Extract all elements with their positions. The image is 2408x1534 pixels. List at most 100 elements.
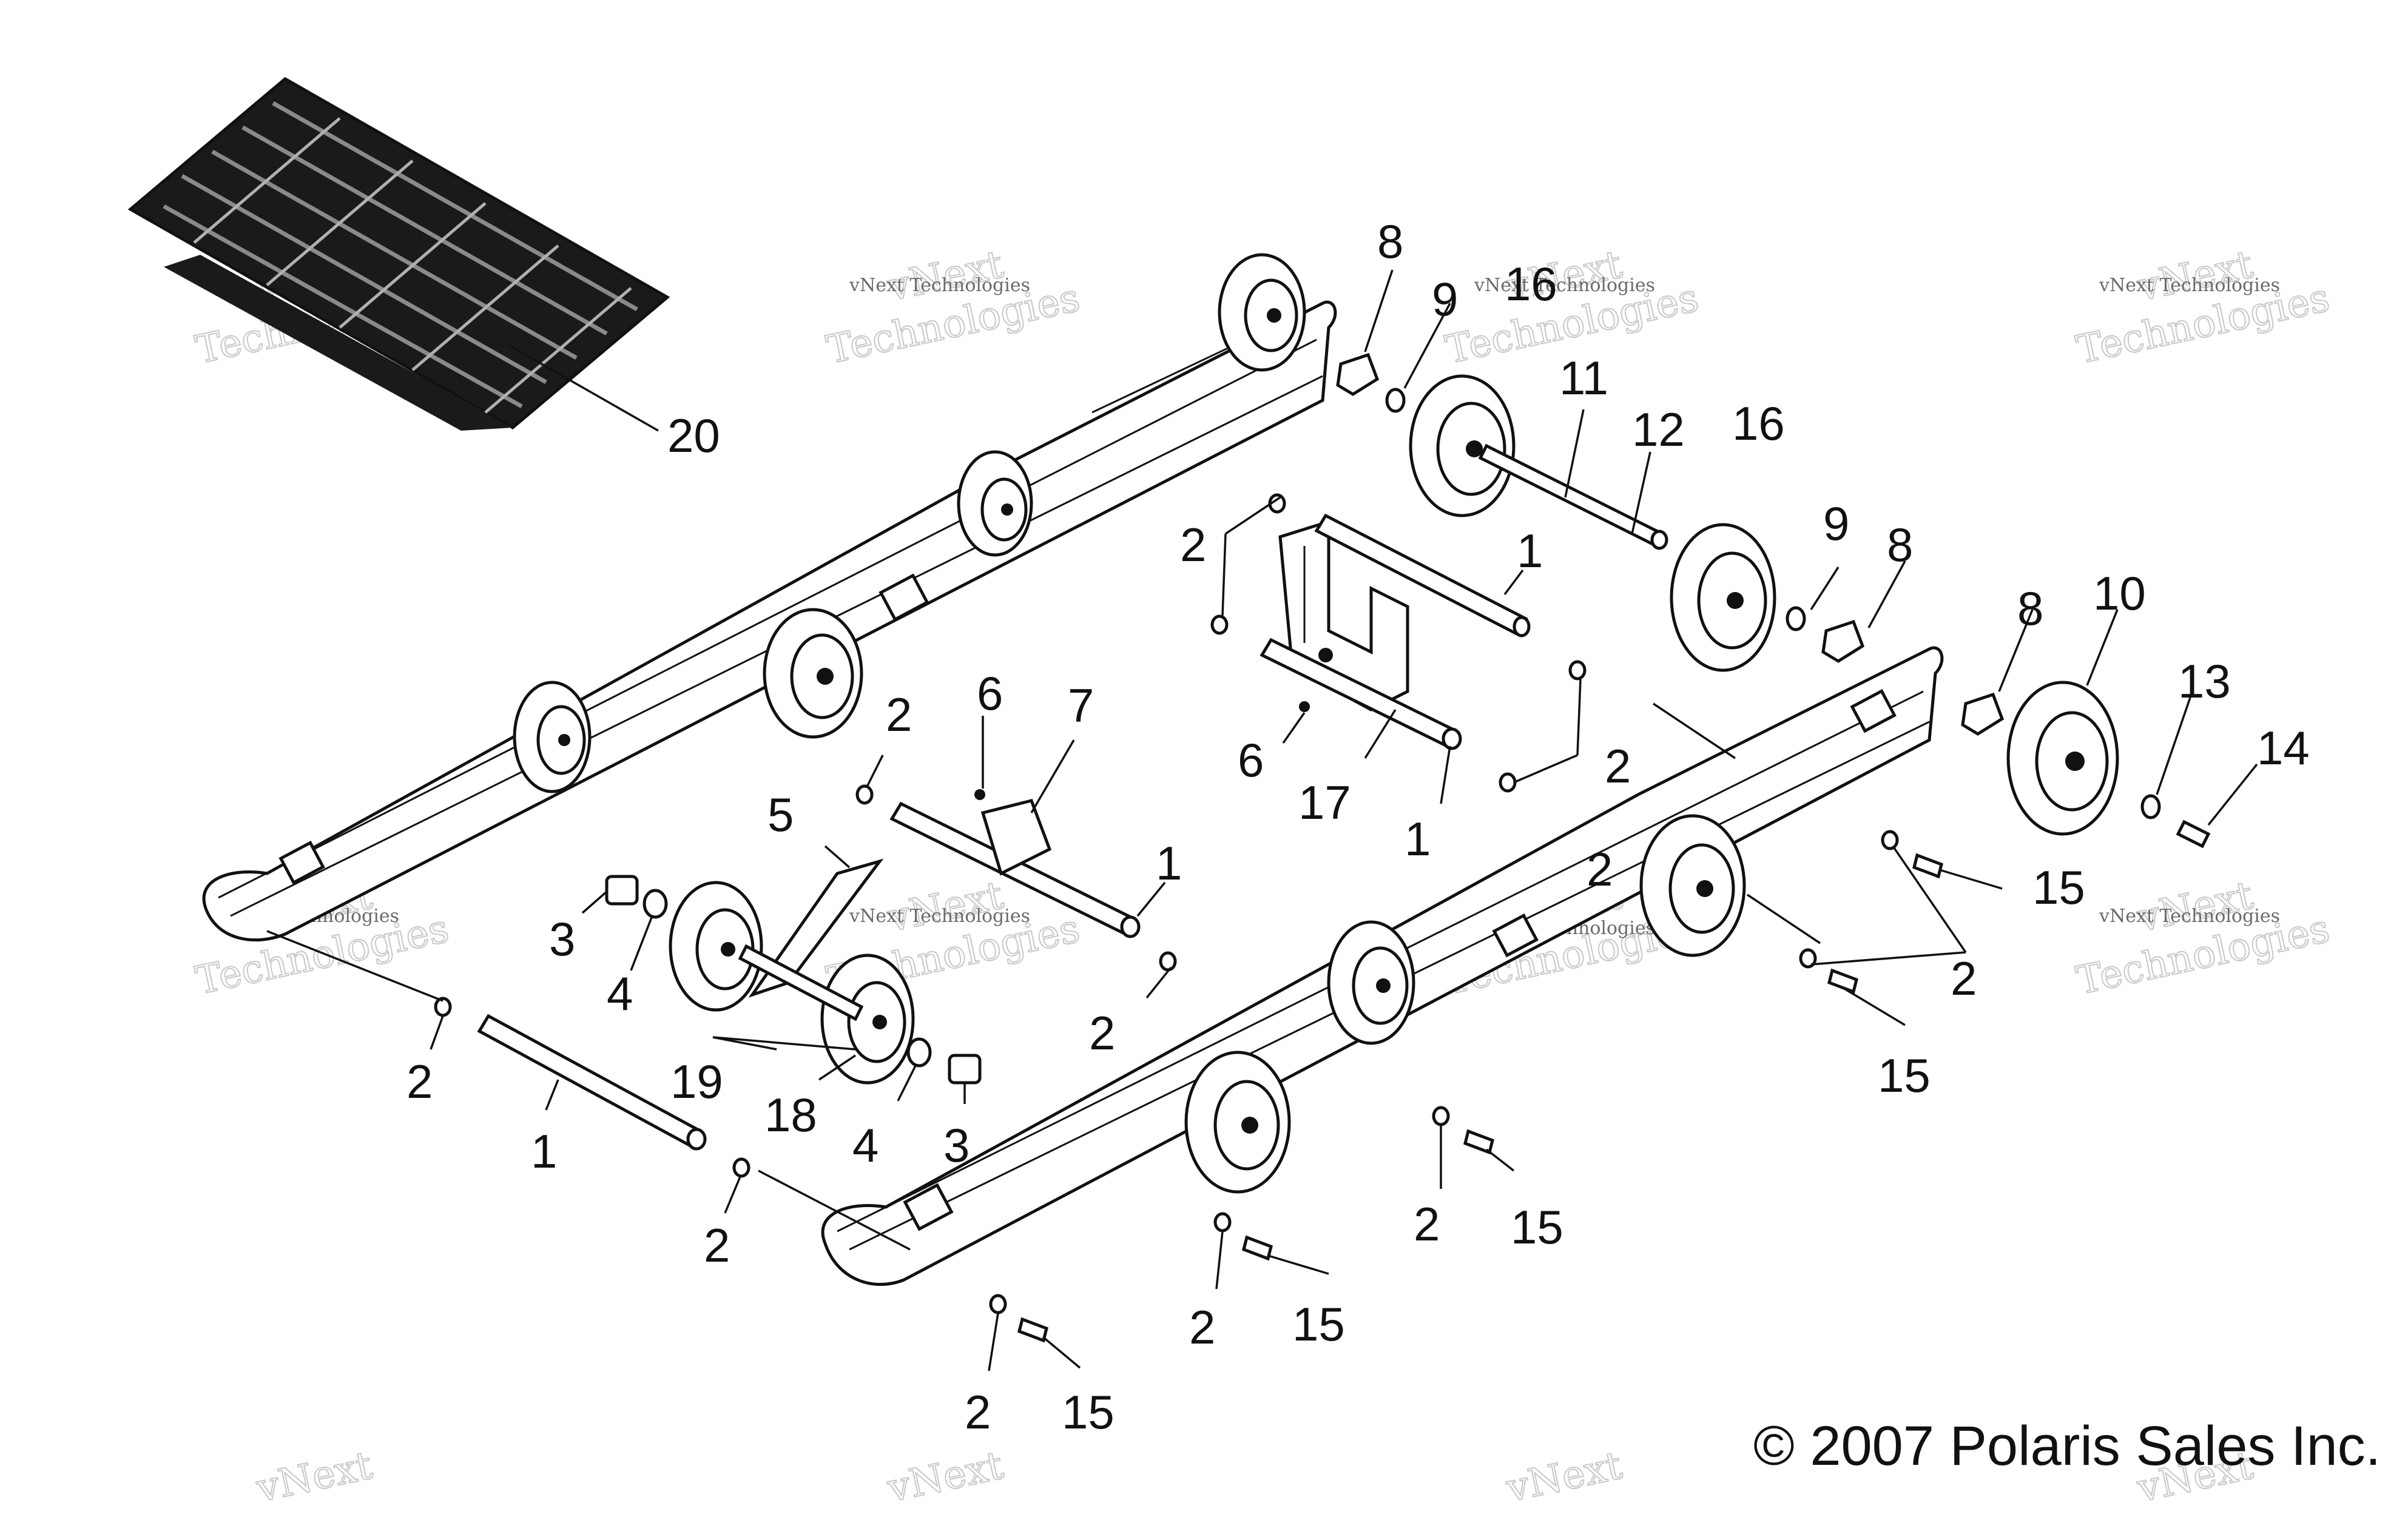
- callout-2: 2: [704, 1219, 730, 1272]
- part-2-washer: [1499, 772, 1517, 793]
- callout-17: 17: [1298, 776, 1351, 829]
- part-2-washer: [1432, 1106, 1450, 1126]
- callout-2: 2: [1951, 952, 1977, 1005]
- callout-2: 2: [406, 1055, 433, 1108]
- callout-2: 2: [965, 1385, 991, 1439]
- callout-15: 15: [1511, 1200, 1563, 1254]
- callout-8: 8: [2017, 582, 2043, 635]
- callout-6: 6: [977, 667, 1003, 720]
- part-2-washer: [1213, 1212, 1232, 1233]
- wheel: [513, 681, 592, 793]
- part-2-washer: [1881, 830, 1899, 850]
- part-7-bracket: [980, 799, 1052, 876]
- callout-8: 8: [1377, 215, 1403, 268]
- part-15-bolt: [1242, 1235, 1273, 1261]
- part-6-screw: [974, 789, 985, 800]
- callout-2: 2: [1180, 518, 1206, 571]
- part-2-washer: [1159, 951, 1177, 972]
- part-2-washer: [1799, 948, 1817, 969]
- callout-labels: 20 8 9 16 11 12 16 9 8 8 10 13 14 2 1 2 …: [406, 215, 2310, 1439]
- svg-text:vNext: vNext: [883, 1443, 1007, 1512]
- svg-text:vNext: vNext: [252, 1443, 376, 1512]
- part-2-washer: [989, 1294, 1007, 1314]
- callout-15: 15: [1292, 1297, 1345, 1351]
- rail-wheels: [513, 253, 1746, 1194]
- callout-9: 9: [1432, 272, 1458, 326]
- callout-19: 19: [670, 1055, 723, 1108]
- callout-1: 1: [1156, 836, 1182, 890]
- callout-1: 1: [1517, 524, 1543, 577]
- part-2-washer: [1568, 660, 1587, 681]
- callout-13: 13: [2178, 654, 2231, 708]
- track-part-20: [127, 76, 670, 431]
- part-8-upper: [1336, 352, 1380, 396]
- wheel: [1327, 920, 1415, 1045]
- callout-2: 2: [1414, 1197, 1440, 1251]
- leader-lines: [266, 269, 2258, 1371]
- part-3-spacer-upper: [605, 875, 639, 906]
- callout-1: 1: [531, 1125, 557, 1178]
- part-15-bolt: [1463, 1129, 1494, 1155]
- callout-20: 20: [667, 409, 720, 462]
- watermark: vNext Technologies: [2072, 872, 2334, 1004]
- part-6-screw: [1299, 701, 1310, 712]
- callout-11: 11: [1559, 351, 1608, 405]
- watermark: vNext: [1502, 1442, 1627, 1512]
- callout-10: 10: [2093, 567, 2146, 620]
- svg-text:vNext: vNext: [1502, 1443, 1626, 1512]
- callout-15: 15: [2032, 861, 2085, 914]
- callout-15: 15: [1878, 1049, 1931, 1102]
- callout-2: 2: [1605, 739, 1631, 793]
- callout-14: 14: [2257, 721, 2310, 775]
- watermark: vNext: [252, 1442, 377, 1512]
- callout-9: 9: [1823, 497, 1849, 550]
- watermark-small: vNext Technologies: [2099, 275, 2280, 296]
- part-19-wheel-right: [820, 954, 915, 1085]
- shaft-1-upper: [1314, 513, 1531, 637]
- watermark-small: vNext Technologies: [2099, 906, 2280, 927]
- callout-2: 2: [1587, 843, 1613, 896]
- callout-2: 2: [886, 688, 912, 741]
- callout-6: 6: [1238, 733, 1264, 787]
- wheel: [1184, 1051, 1291, 1194]
- part-19-wheel-left: [669, 881, 763, 1012]
- part-9-lower: [1786, 606, 1806, 631]
- watermark-small: vNext Technologies: [849, 275, 1030, 296]
- part-10-wheel: [2006, 681, 2119, 836]
- callout-5: 5: [767, 788, 794, 841]
- callout-2: 2: [1189, 1300, 1215, 1354]
- callout-16: 16: [1505, 257, 1557, 311]
- copyright-notice: © 2007 Polaris Sales Inc.: [1753, 1415, 2381, 1477]
- watermark: vNext Technologies: [822, 241, 1084, 374]
- part-9-upper: [1385, 388, 1406, 413]
- watermark-small: vNext Technologies: [849, 906, 1030, 927]
- part-8-mid: [1821, 619, 1865, 663]
- callout-4: 4: [607, 967, 633, 1020]
- part-16-upper: [1409, 374, 1516, 517]
- callout-16: 16: [1732, 397, 1785, 450]
- part-2-washer: [732, 1157, 750, 1178]
- callout-12: 12: [1632, 403, 1685, 456]
- shaft-1-middle: [889, 799, 1141, 938]
- watermark: vNext Technologies: [2072, 241, 2334, 374]
- wheel: [763, 608, 863, 739]
- part-2-washer: [855, 784, 874, 805]
- watermark: vNext: [883, 1442, 1008, 1512]
- wheel: [1639, 814, 1746, 957]
- shaft-1-center: [1260, 637, 1462, 750]
- front-arm-assembly: [669, 858, 915, 1085]
- rear-axle-assembly: [1336, 352, 2211, 849]
- part-13-washer: [2140, 794, 2161, 819]
- callout-18: 18: [764, 1088, 817, 1142]
- part-8-lower: [1961, 692, 2005, 736]
- part-15-bolt: [1017, 1317, 1048, 1343]
- part-11-axle: [1478, 443, 1665, 548]
- watermark-small: vNext Technologies: [1474, 275, 1655, 296]
- callout-3: 3: [943, 1119, 970, 1172]
- part-15-bolt: [1912, 853, 1943, 879]
- callout-15: 15: [1062, 1385, 1115, 1439]
- callout-3: 3: [549, 912, 575, 966]
- callout-4: 4: [852, 1119, 879, 1172]
- part-15-bolt: [1827, 968, 1858, 994]
